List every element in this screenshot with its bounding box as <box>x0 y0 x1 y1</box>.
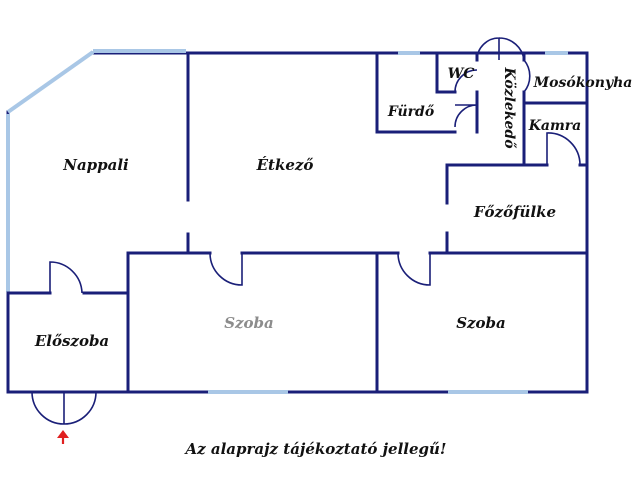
room-label-wc: WC <box>448 66 475 82</box>
room-label-furdo: Fürdő <box>387 104 435 120</box>
room-label-kamra: Kamra <box>528 118 582 134</box>
door-entrance <box>31 391 97 425</box>
door-mosokonyha <box>523 59 531 93</box>
room-label-fozofulke: Főzőfülke <box>473 203 556 221</box>
room-labels: Nappali Étkező Fürdő WC Közlekedő Mosóko… <box>34 66 632 350</box>
door-eloszoba <box>49 261 83 294</box>
windows <box>6 49 568 394</box>
door-szoba-1 <box>209 252 243 286</box>
door-wc <box>454 69 478 93</box>
door-kozlekedo <box>476 37 525 61</box>
entrance-arrow-icon <box>57 430 69 444</box>
room-label-nappali: Nappali <box>62 156 129 174</box>
door-szoba-2 <box>397 252 431 286</box>
room-label-szoba-1: Szoba <box>224 314 274 332</box>
door-kamra <box>546 132 581 166</box>
door-furdo <box>454 104 478 128</box>
room-label-kozlekedo: Közlekedő <box>501 66 517 149</box>
interior-walls <box>6 51 589 394</box>
room-label-etkezo: Étkező <box>256 156 314 174</box>
doors <box>31 37 581 425</box>
disclaimer-note: Az alaprajz tájékoztató jellegű! <box>183 440 446 458</box>
room-label-mosokonyha: Mosókonyha <box>533 75 633 91</box>
room-label-eloszoba: Előszoba <box>34 332 109 350</box>
room-label-szoba-2: Szoba <box>456 314 506 332</box>
